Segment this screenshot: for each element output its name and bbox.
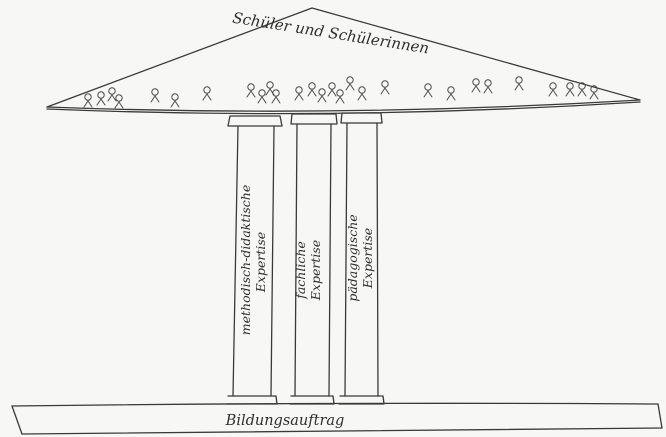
student-figure-icon <box>83 93 93 108</box>
student-figure-icon <box>327 82 337 97</box>
student-figure-icon <box>107 87 117 102</box>
pillar-shaft-left <box>344 122 348 397</box>
pillar-1-line-1: methodisch-didaktische <box>238 185 253 335</box>
pillar-shaft-right <box>270 125 275 397</box>
pillar-capital <box>340 112 383 124</box>
student-figure-icon <box>114 94 124 109</box>
student-figure-icon <box>150 88 160 103</box>
student-figure-icon <box>294 86 304 101</box>
student-figure-icon <box>307 82 317 97</box>
pillar-3-line-2: Expertise <box>360 228 375 289</box>
foundation-left <box>11 405 23 435</box>
roof-base-line-2 <box>46 101 641 115</box>
student-figure-icon <box>514 76 524 91</box>
student-figure-icon <box>317 88 327 103</box>
student-figure-icon <box>423 83 433 98</box>
student-figure-icon <box>335 89 345 104</box>
students-group <box>83 76 599 109</box>
roof-base-line <box>46 99 641 112</box>
foundation-slab <box>11 402 663 435</box>
pillar-1-line-2: Expertise <box>253 232 268 293</box>
pillar-capital <box>227 115 283 127</box>
roof-pediment <box>46 7 641 115</box>
student-figure-icon <box>565 82 575 97</box>
pillar-3-line-1: pädagogische <box>345 214 360 301</box>
student-figure-icon <box>202 86 212 101</box>
student-figure-icon <box>246 83 256 98</box>
foundation-right <box>657 403 663 429</box>
student-figure-icon <box>589 85 599 100</box>
student-figure-icon <box>170 93 180 108</box>
student-figure-icon <box>271 89 281 104</box>
foundation-top <box>11 402 659 407</box>
student-figure-icon <box>96 91 106 106</box>
foundation-bottom <box>21 427 663 435</box>
pillar-base <box>289 395 335 405</box>
student-figure-icon <box>548 82 558 97</box>
student-figure-icon <box>380 80 390 95</box>
student-figure-icon <box>357 86 367 101</box>
pillar-methodisch-didaktisch <box>226 115 283 405</box>
student-figure-icon <box>446 86 456 101</box>
pillar-2-line-1: fachliche <box>293 241 308 300</box>
pillar-shaft-left <box>232 125 239 397</box>
foundation-label: Bildungsauftrag <box>225 413 345 429</box>
student-figure-icon <box>577 82 587 97</box>
pillar-shaft-right <box>328 123 332 397</box>
student-figure-icon <box>345 76 355 91</box>
pillar-capital <box>290 113 338 125</box>
pillar-shaft-right <box>376 122 379 397</box>
pillar-base <box>226 395 278 405</box>
roof-outline <box>46 7 641 108</box>
pillar-2-line-2: Expertise <box>308 240 323 301</box>
student-figure-icon <box>471 78 481 93</box>
pillar-shaft-left <box>294 123 298 397</box>
student-figure-icon <box>483 79 493 94</box>
student-figure-icon <box>257 89 267 104</box>
